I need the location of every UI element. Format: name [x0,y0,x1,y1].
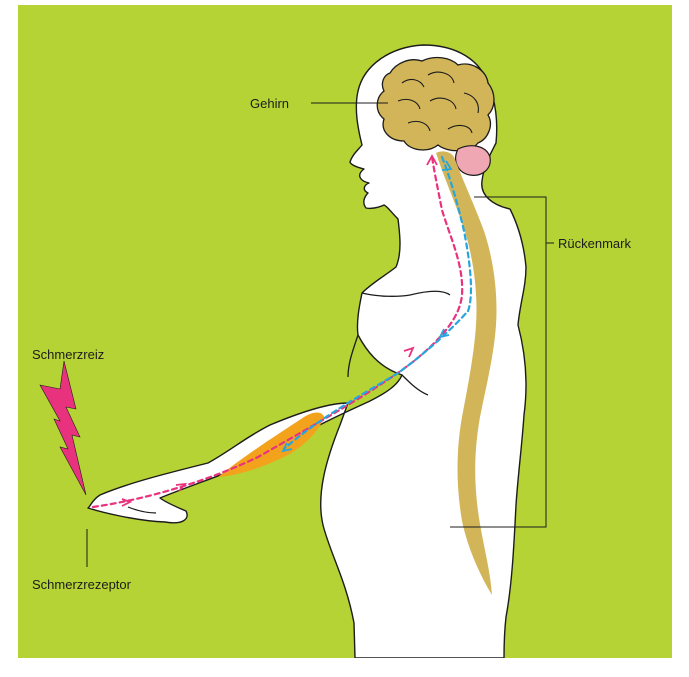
brain [377,58,494,151]
label-brain: Gehirn [250,96,289,111]
label-receptor: Schmerzrezeptor [32,577,132,592]
diagram-panel: Gehirn Rückenmark Schmerzreiz Schmerzrez… [18,5,672,658]
cerebellum [456,146,491,176]
pain-reflex-diagram: Gehirn Rückenmark Schmerzreiz Schmerzrez… [18,5,672,658]
label-spinal-cord: Rückenmark [558,236,631,251]
label-stimulus: Schmerzreiz [32,347,104,362]
